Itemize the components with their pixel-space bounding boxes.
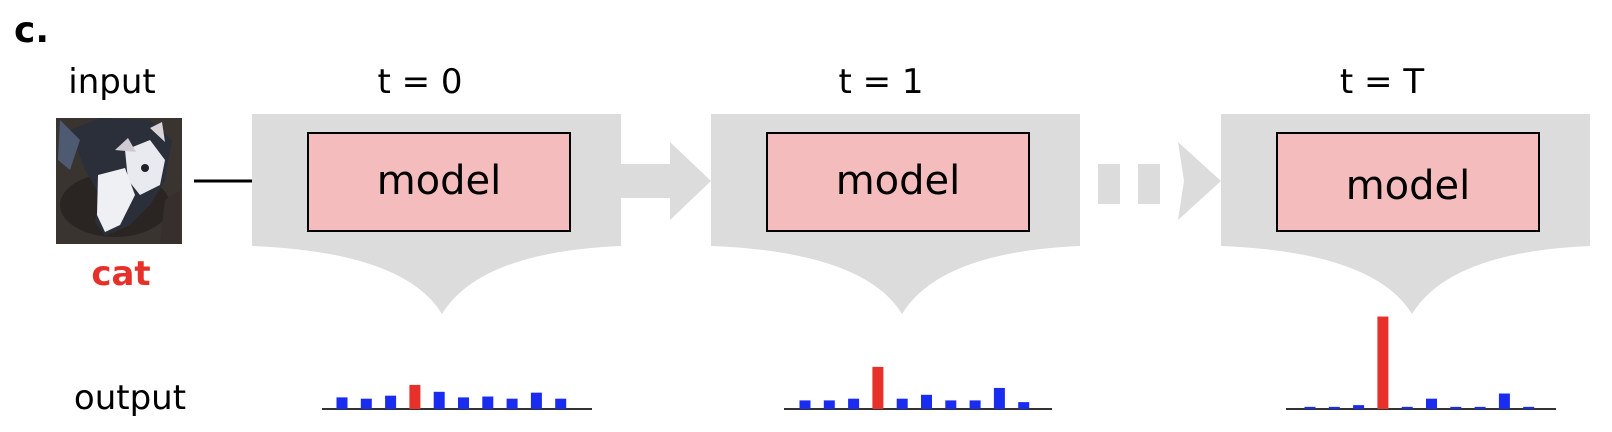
- bar: [458, 397, 469, 409]
- bar: [433, 391, 445, 409]
- bar: [1401, 406, 1413, 409]
- bar: [530, 392, 542, 409]
- step-arrow-0-1: [621, 142, 711, 220]
- bar: [385, 395, 397, 409]
- ellipsis-arrow: [1098, 142, 1221, 220]
- bar: [1328, 406, 1340, 409]
- bar: [1353, 405, 1365, 409]
- time-label-0: t = 0: [377, 62, 462, 102]
- bar: [1018, 402, 1030, 409]
- output-charts: [322, 316, 1556, 410]
- bar: [336, 397, 348, 409]
- bar: [993, 387, 1005, 409]
- bar: [848, 398, 860, 409]
- output-chart-0: [322, 384, 592, 410]
- bar-predicted-class: [872, 366, 884, 409]
- input-image: [56, 118, 182, 244]
- time-label-2: t = T: [1340, 62, 1424, 102]
- time-label-1: t = 1: [838, 62, 923, 102]
- bar: [1304, 406, 1316, 409]
- bar: [921, 394, 932, 409]
- output-chart-2: [1286, 316, 1556, 410]
- bar: [1474, 406, 1486, 409]
- input-class-label: cat: [91, 254, 150, 294]
- output-chart-1: [784, 366, 1052, 410]
- bar: [969, 400, 981, 409]
- input-label: input: [68, 62, 155, 102]
- model-box-1: model: [766, 132, 1030, 232]
- bar: [823, 400, 835, 409]
- bar: [555, 398, 567, 409]
- bar: [1523, 406, 1535, 409]
- bar: [482, 396, 494, 409]
- model-label-0: model: [377, 158, 502, 204]
- bar: [799, 400, 811, 409]
- model-label-2: model: [1346, 163, 1471, 209]
- bar: [1498, 393, 1510, 409]
- output-label: output: [74, 378, 186, 418]
- bar: [1450, 406, 1462, 409]
- panel-label: c.: [14, 10, 49, 51]
- model-box-0: model: [307, 132, 571, 232]
- bar: [896, 398, 908, 409]
- bar: [360, 398, 372, 409]
- bar: [945, 400, 957, 409]
- bar-predicted-class: [1377, 316, 1389, 409]
- bar-predicted-class: [409, 384, 421, 409]
- model-label-1: model: [836, 158, 961, 204]
- bar: [1426, 398, 1437, 409]
- bar: [506, 398, 518, 409]
- model-box-2: model: [1276, 132, 1540, 232]
